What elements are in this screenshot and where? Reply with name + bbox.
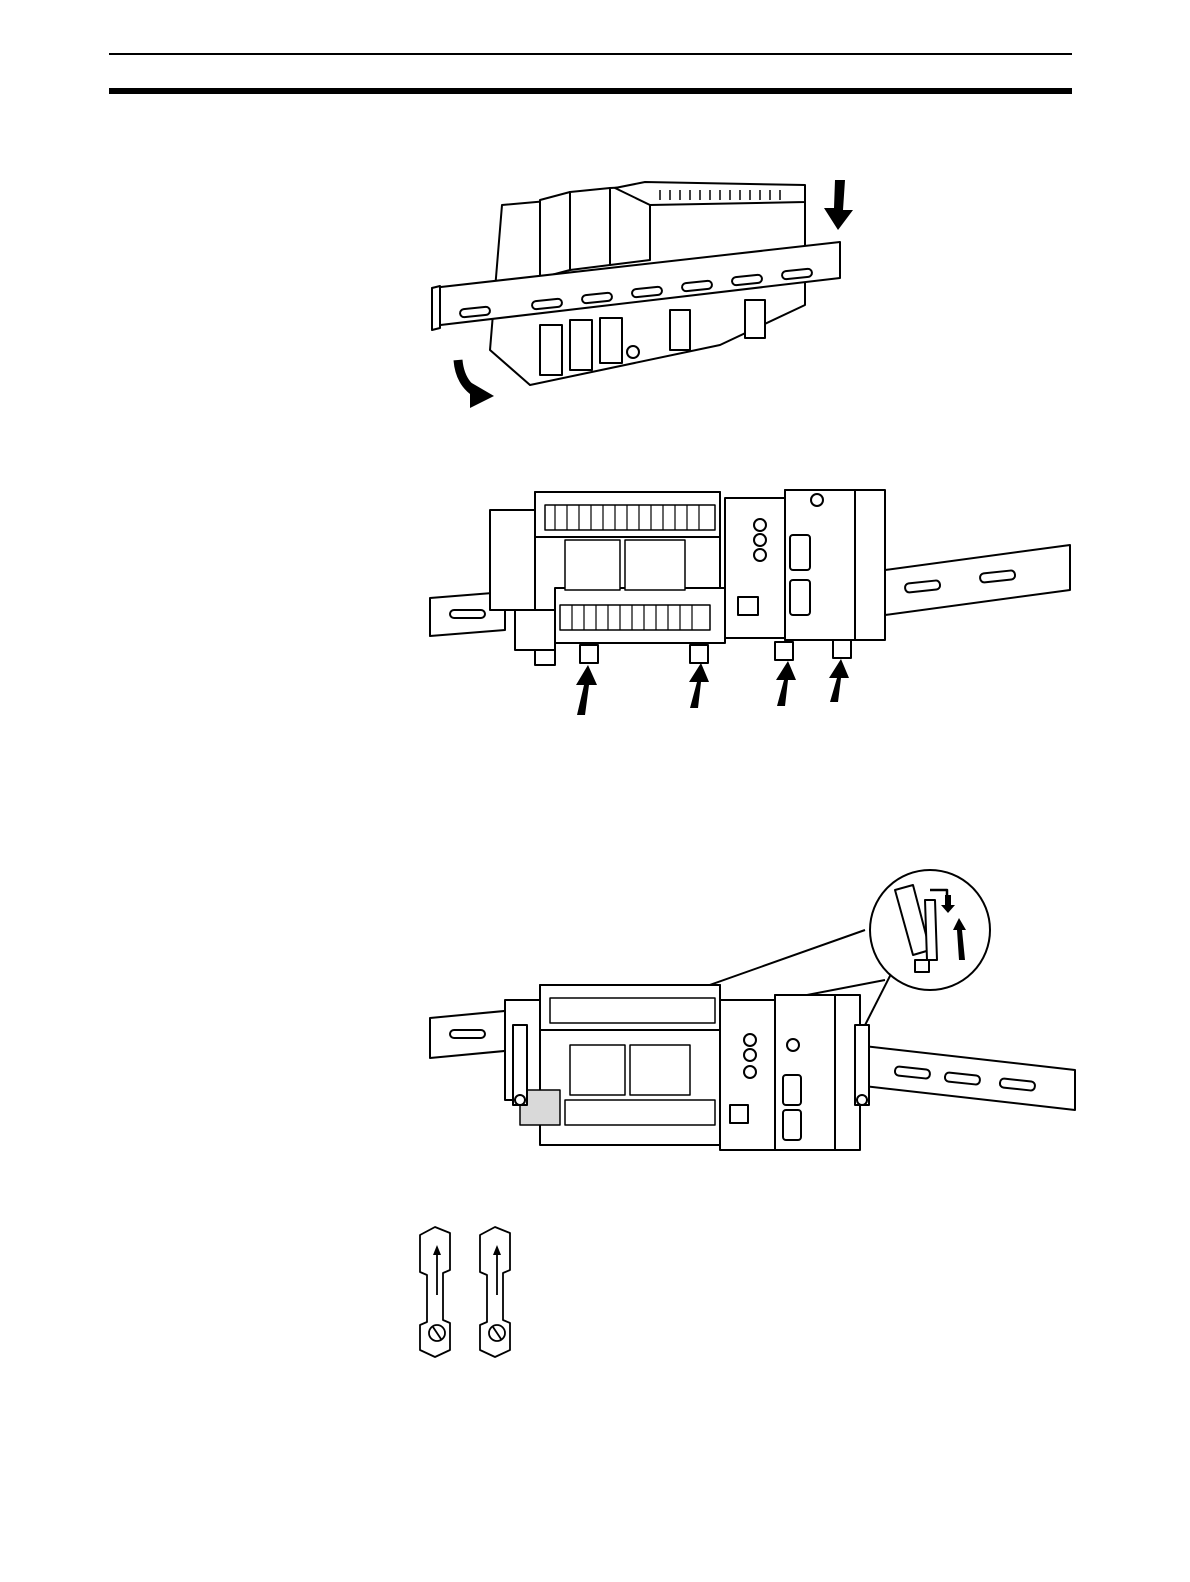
end-plate-parts-figure bbox=[415, 1225, 535, 1365]
din-rail-mount-latch-figure bbox=[425, 480, 1085, 720]
header-rule-thick bbox=[109, 88, 1072, 94]
din-rail-end-plates-figure bbox=[425, 860, 1085, 1170]
end-plate-parts-illustration bbox=[415, 1225, 535, 1365]
header-rule-thin bbox=[109, 53, 1072, 55]
din-rail-mount-latch-illustration bbox=[425, 480, 1085, 720]
din-rail-mount-tilt-figure bbox=[410, 160, 860, 420]
din-rail-mount-tilt-illustration bbox=[410, 160, 860, 420]
din-rail-end-plates-illustration bbox=[425, 860, 1085, 1170]
